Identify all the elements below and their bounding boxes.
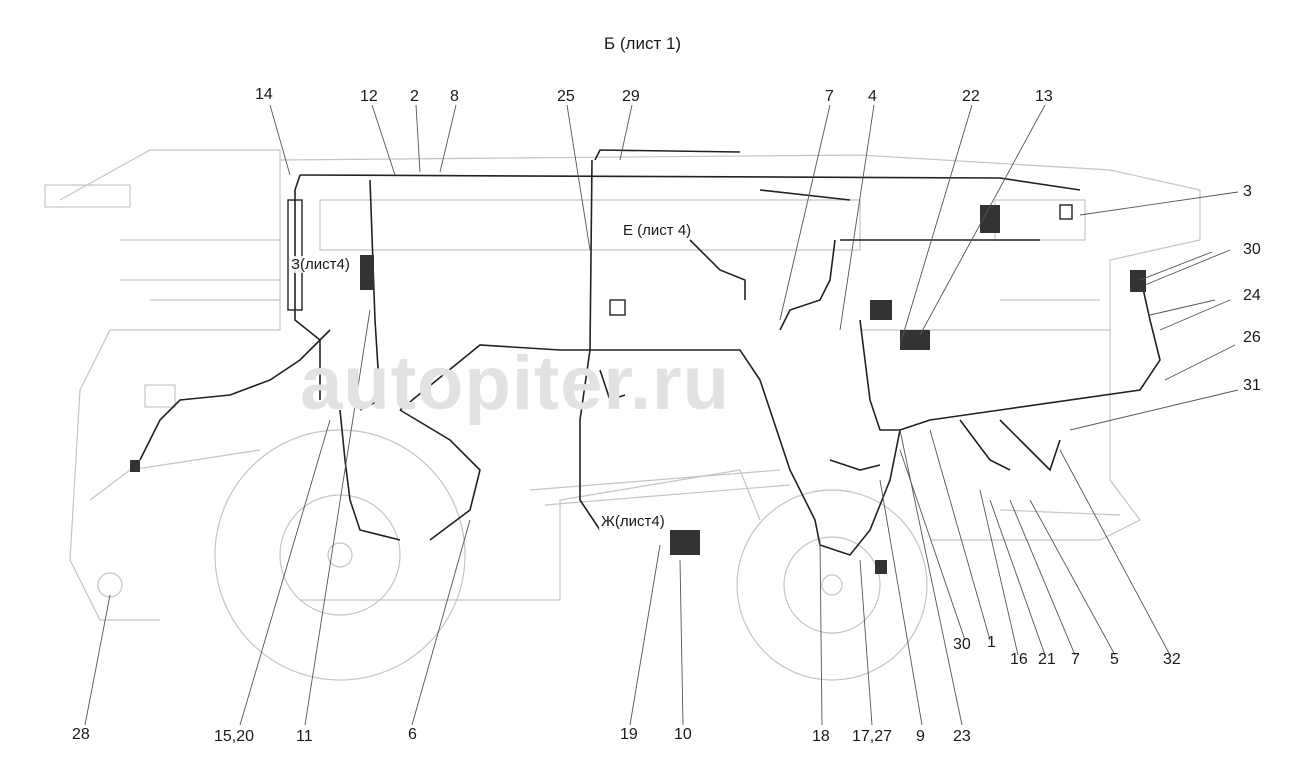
callout-label: 32 xyxy=(1163,651,1181,668)
leader-lines xyxy=(84,104,1239,726)
front-wheel xyxy=(214,429,466,681)
callout-label: 14 xyxy=(255,86,273,103)
callout-label: 5 xyxy=(1110,651,1119,668)
body-outline xyxy=(279,154,1201,541)
callout-label: 2 xyxy=(410,88,419,105)
rear-wheel xyxy=(736,489,928,681)
callout-label: 11 xyxy=(296,728,313,745)
sheet-ref-zh: Ж(лист4) xyxy=(599,513,667,530)
header-lights xyxy=(44,184,131,208)
callout-label: 24 xyxy=(1243,287,1261,304)
wiring-harness xyxy=(139,149,1161,556)
callout-label: 25 xyxy=(557,88,575,105)
main-harness-line xyxy=(399,274,1161,556)
callout-label: 13 xyxy=(1035,88,1053,105)
callout-label: 30 xyxy=(953,636,971,653)
callout-label: 8 xyxy=(450,88,459,105)
chassis-outline xyxy=(300,469,761,601)
callout-label: 26 xyxy=(1243,329,1261,346)
callout-label: 19 xyxy=(620,726,638,743)
sheet-ref-z: З(лист4) xyxy=(289,256,352,273)
callout-label: 16 xyxy=(1010,651,1028,668)
callout-label: 30 xyxy=(1243,241,1261,258)
header-outline xyxy=(59,149,281,621)
grain-tank-outline xyxy=(319,199,861,251)
callout-label: 31 xyxy=(1243,377,1261,394)
callout-label: 12 xyxy=(360,88,378,105)
callout-label: 4 xyxy=(868,88,877,105)
callout-label: 23 xyxy=(953,728,971,745)
connectors xyxy=(130,199,1146,574)
callout-label: 7 xyxy=(825,88,834,105)
callout-label: 9 xyxy=(916,728,925,745)
diagram-title: Б (лист 1) xyxy=(604,34,682,53)
callout-label: 1 xyxy=(987,634,996,651)
callout-label: 21 xyxy=(1038,651,1056,668)
callout-label: 3 xyxy=(1243,183,1252,200)
callout-label: 10 xyxy=(674,726,692,743)
upper-harness-line xyxy=(299,174,1081,191)
callout-label: 7 xyxy=(1071,651,1080,668)
callout-label: 15,20 xyxy=(214,728,255,745)
watermark: autopiter.ru xyxy=(300,341,731,426)
sheet-ref-e: Е (лист 4) xyxy=(621,222,694,239)
callout-label: 22 xyxy=(962,88,980,105)
callout-label: 28 xyxy=(72,726,90,743)
callout-label: 6 xyxy=(408,726,417,743)
callout-label: 18 xyxy=(812,728,830,745)
callout-label: 29 xyxy=(622,88,640,105)
callout-label: 17,27 xyxy=(852,728,893,745)
